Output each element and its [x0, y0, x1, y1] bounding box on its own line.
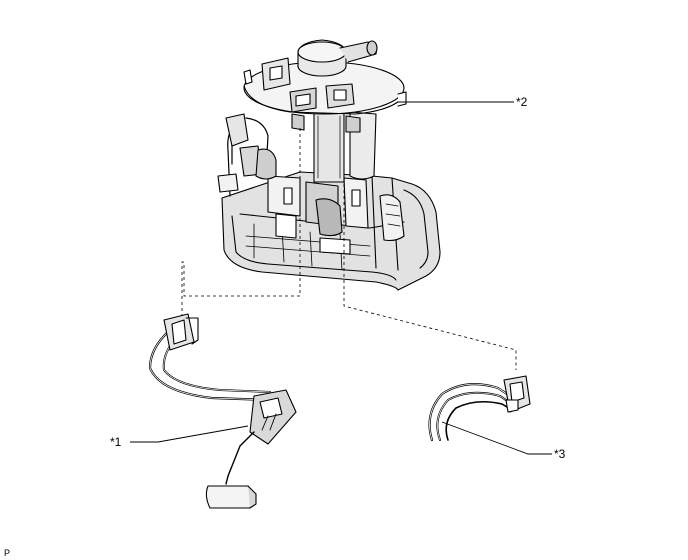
float-sender-gauge-icon — [148, 313, 297, 509]
fuel-pump-module-icon — [217, 39, 441, 291]
callout-3-label: *3 — [554, 447, 566, 461]
leader-c3 — [441, 421, 552, 455]
callout-2-label: *2 — [516, 95, 528, 109]
leader-lines — [130, 101, 552, 455]
callout-1-label: *1 — [110, 435, 122, 449]
wire-harness-connector-icon — [428, 375, 531, 442]
dashed-line-c1 — [181, 128, 301, 318]
dashed-line-c3 — [343, 130, 517, 370]
leader-c1 — [130, 425, 249, 443]
relation-dashed-lines — [181, 128, 517, 370]
figure-code: P — [4, 548, 10, 558]
